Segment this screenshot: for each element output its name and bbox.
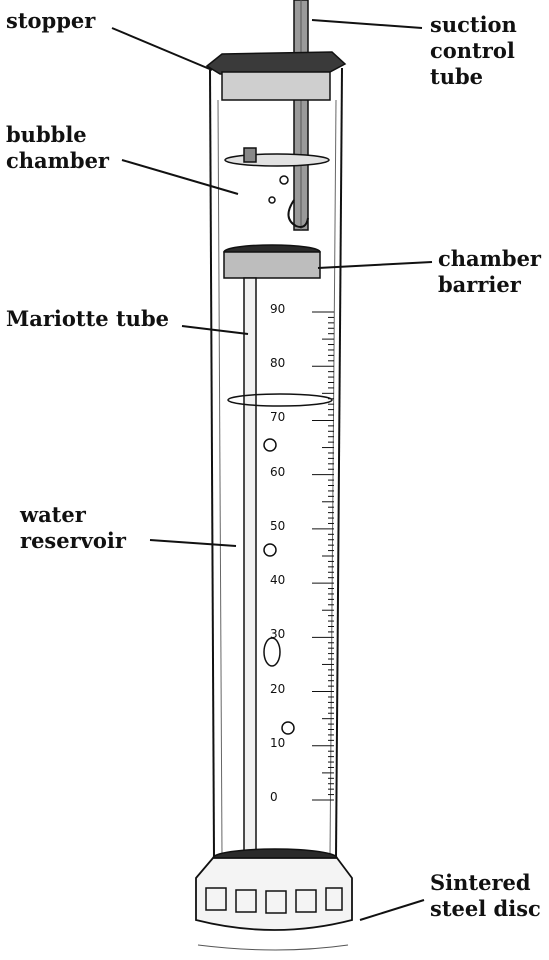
label-mariotte-tube: Mariotte tube <box>6 306 169 331</box>
scale-label: 20 <box>270 681 286 696</box>
leader-suction-control-tube <box>311 19 423 29</box>
scale-label: 80 <box>270 356 286 371</box>
water-level-meniscus <box>227 393 333 407</box>
outer-tube-right-wall <box>335 67 343 859</box>
label-stopper: stopper <box>6 8 96 33</box>
stopper-cap <box>205 51 347 75</box>
graduation-ticks <box>312 311 334 801</box>
stopper-body <box>221 71 331 101</box>
label-sintered-steel-disc: Sintered steel disc <box>430 870 541 921</box>
bubble <box>281 721 295 735</box>
chamber-barrier-body <box>223 251 321 279</box>
scale-label: 60 <box>270 464 286 479</box>
mariotte-tube-body <box>243 277 257 863</box>
label-bubble-chamber: bubble chamber <box>6 122 109 173</box>
leader-water-reservoir <box>149 539 237 547</box>
suction-tube-hook <box>287 199 309 228</box>
leader-sintered-steel-disc <box>359 899 425 921</box>
bubble-chamber-inlet <box>243 147 257 163</box>
scale-label: 40 <box>270 573 286 588</box>
scale-label: 50 <box>270 518 286 533</box>
bubble-chamber-plate <box>224 153 330 167</box>
label-water-reservoir: water reservoir <box>20 502 126 553</box>
scale-label: 10 <box>270 735 286 750</box>
leader-chamber-barrier <box>317 261 433 269</box>
label-chamber-barrier: chamber barrier <box>438 246 541 297</box>
leader-stopper <box>111 27 213 71</box>
scale-label: 0 <box>270 790 278 804</box>
bubble <box>263 637 281 667</box>
scale-label: 70 <box>270 410 286 425</box>
leader-lines <box>111 19 433 921</box>
scale-label: 30 <box>270 627 286 642</box>
bubble <box>263 543 277 557</box>
leader-mariotte-tube <box>181 325 249 335</box>
leader-bubble-chamber <box>121 159 239 195</box>
base-windows <box>205 887 343 914</box>
scale-label: 90 <box>270 302 286 316</box>
outer-tube-left-wall <box>209 69 215 859</box>
label-suction-control-tube: suction control tube <box>430 12 517 89</box>
bubble <box>263 438 277 452</box>
base-body <box>195 857 353 931</box>
